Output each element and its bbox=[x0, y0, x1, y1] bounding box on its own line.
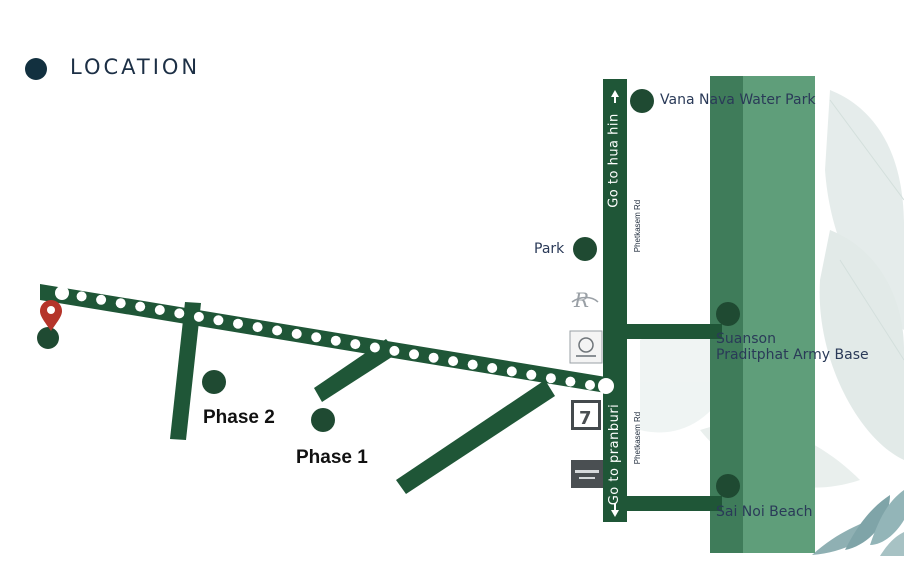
route-dot bbox=[350, 339, 361, 350]
phase2-dot bbox=[202, 370, 226, 394]
phase2-label: Phase 2 bbox=[203, 407, 275, 428]
route-dot bbox=[115, 298, 126, 309]
branch-road-middle bbox=[314, 339, 398, 402]
route-dot bbox=[96, 294, 107, 305]
park-label: Park bbox=[534, 241, 565, 257]
park-dot bbox=[573, 237, 597, 261]
go-to-pranburi-label: Go to pranburi bbox=[607, 403, 622, 506]
vana-nava-dot bbox=[630, 89, 654, 113]
branch-road-left bbox=[170, 302, 201, 440]
coast-band-light bbox=[743, 76, 815, 553]
svg-text:R: R bbox=[573, 288, 589, 312]
route-dot bbox=[565, 376, 576, 387]
go-to-hua-hin-label: Go to hua hin bbox=[606, 113, 622, 208]
brand-logo-icon bbox=[571, 460, 603, 488]
route-dot bbox=[174, 308, 185, 319]
arrow-up-icon bbox=[611, 90, 619, 103]
route-dot bbox=[409, 349, 419, 360]
route-dot bbox=[585, 380, 595, 390]
svg-text:7: 7 bbox=[579, 408, 592, 429]
route-dot bbox=[448, 356, 459, 367]
route-dot bbox=[291, 328, 302, 339]
road-to-sai-noi bbox=[622, 496, 722, 511]
crest-logo-icon: R bbox=[571, 288, 599, 312]
route-dot bbox=[330, 335, 341, 346]
army-base-label-1: Suanson bbox=[716, 331, 776, 347]
route-dot bbox=[55, 286, 69, 300]
phase1-dot bbox=[311, 408, 335, 432]
vana-nava-label: Vana Nava Water Park bbox=[660, 92, 816, 108]
army-base-dot bbox=[716, 302, 740, 326]
route-dot bbox=[76, 291, 87, 302]
page-title: LOCATION bbox=[70, 55, 201, 79]
phase1-label: Phase 1 bbox=[296, 447, 368, 468]
route-dot bbox=[233, 318, 243, 329]
army-base-label-2: Praditphat Army Base bbox=[716, 347, 869, 363]
route-dot bbox=[545, 373, 556, 384]
route-dot bbox=[252, 322, 263, 333]
main-soi-road bbox=[40, 284, 606, 393]
phetkasem-road bbox=[603, 79, 627, 522]
route-dot bbox=[506, 366, 517, 377]
route-dot bbox=[428, 352, 439, 363]
route-dot bbox=[467, 359, 478, 370]
road-to-army-base bbox=[622, 324, 722, 339]
sai-noi-label: Sai Noi Beach bbox=[716, 504, 813, 520]
filled-circle-icon bbox=[25, 58, 47, 80]
road-name-lower: Phetkasem Rd bbox=[633, 411, 642, 465]
route-dot bbox=[311, 332, 322, 343]
route-dot bbox=[135, 301, 146, 312]
palm-leaf-decoration bbox=[812, 490, 904, 556]
road-name-upper: Phetkasem Rd bbox=[633, 199, 642, 253]
junction-dot bbox=[598, 378, 614, 394]
dotted-route bbox=[55, 286, 595, 390]
hotel-logo-icon bbox=[569, 330, 603, 364]
arrow-down-icon bbox=[611, 503, 619, 517]
route-dot bbox=[272, 325, 283, 336]
seven-eleven-icon: 7 bbox=[571, 400, 601, 430]
project-dot bbox=[37, 327, 59, 349]
map-pin-icon bbox=[40, 300, 62, 331]
route-dot bbox=[213, 315, 224, 326]
sai-noi-dot bbox=[716, 474, 740, 498]
route-dot bbox=[369, 342, 380, 353]
route-dot bbox=[389, 345, 400, 356]
route-dot bbox=[487, 363, 498, 373]
route-dot bbox=[193, 311, 204, 322]
route-dot bbox=[154, 305, 165, 315]
branch-road-right bbox=[396, 380, 555, 494]
route-dot bbox=[526, 369, 537, 380]
